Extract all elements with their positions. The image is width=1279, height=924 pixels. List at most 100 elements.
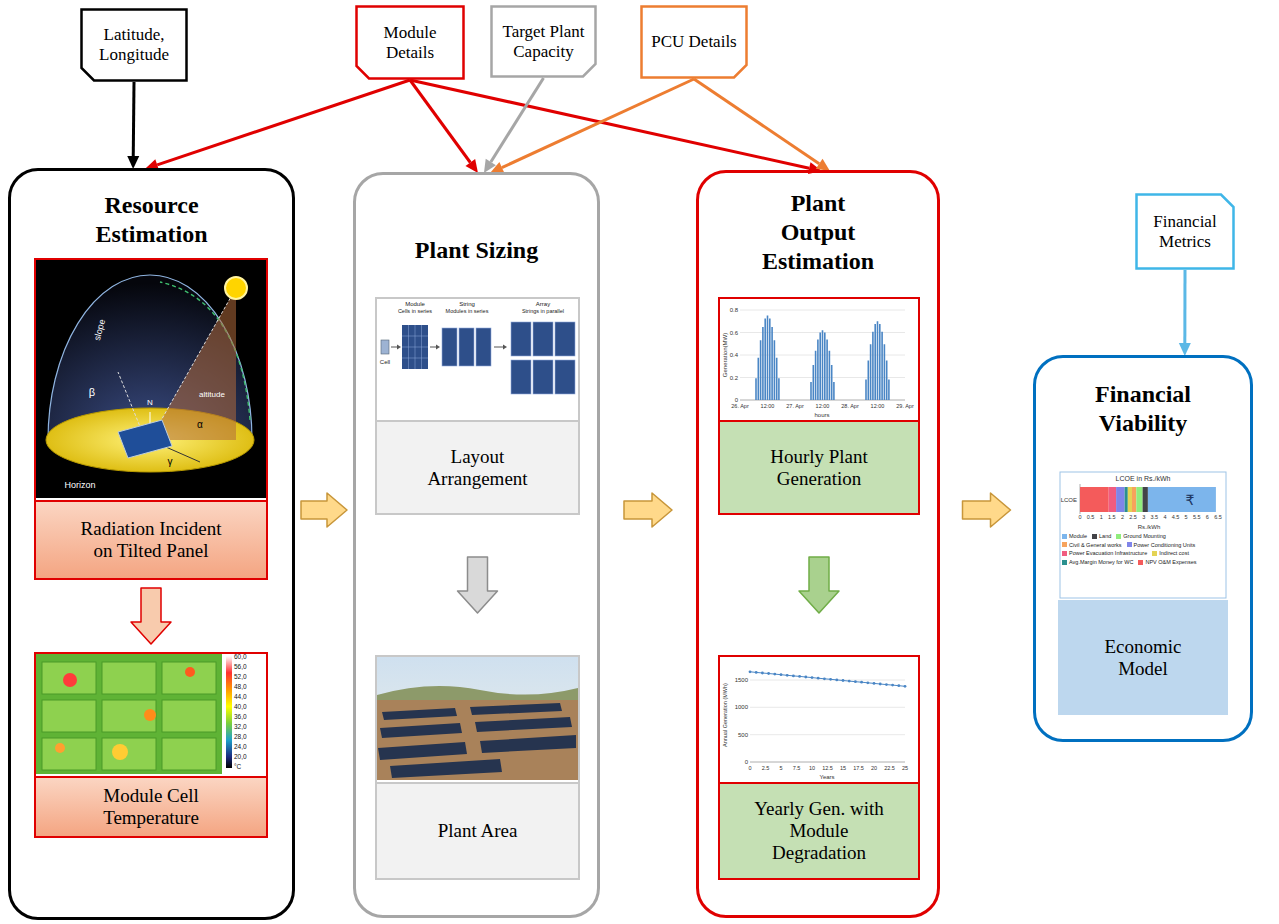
yearly-chart-illustration bbox=[720, 657, 918, 780]
legend-text: Power Evacuation Infrastructure bbox=[1069, 550, 1147, 557]
legend-swatch bbox=[1062, 542, 1067, 547]
step-label: Radiation Incident on Tilted Panel bbox=[71, 518, 231, 562]
legend-text: NPV O&M Expenses bbox=[1145, 559, 1196, 566]
caption-holder: Economic Model bbox=[1093, 636, 1193, 680]
chart-label: 32,0 bbox=[234, 724, 247, 731]
legend-swatch bbox=[1138, 560, 1143, 565]
tag-shape bbox=[492, 7, 596, 77]
lcoe-chart-illustration bbox=[1060, 472, 1226, 598]
stage-panel: Financial ViabilityEconomic Model bbox=[1033, 355, 1253, 742]
chart-label: 12:00 bbox=[761, 404, 775, 410]
chart-label: 0.6 bbox=[730, 330, 738, 336]
chart-label: 0.5 bbox=[1087, 515, 1095, 521]
chart-label: ₹ bbox=[1186, 493, 1195, 507]
legend-item: Civil & General works bbox=[1062, 542, 1122, 549]
chart-label: γ bbox=[168, 457, 173, 467]
tag-holder: Target Plant Capacity bbox=[498, 22, 589, 61]
chart-label: Generation(MW) bbox=[722, 333, 728, 377]
chart-label: Years bbox=[819, 774, 834, 780]
caption-holder: Hourly Plant Generation bbox=[759, 446, 879, 490]
chart-label: Rs./kWh bbox=[1138, 524, 1161, 530]
panel-heading: Financial Viability bbox=[1078, 380, 1208, 438]
chart-label: 4.5 bbox=[1172, 515, 1180, 521]
step-box: Economic Model bbox=[1058, 470, 1228, 715]
block-arrow bbox=[799, 557, 839, 613]
legend-item: Ground Mounting bbox=[1116, 533, 1166, 540]
chart-label: 28. Apr bbox=[841, 404, 858, 410]
chart-label: 36,0 bbox=[234, 714, 247, 721]
chart-label: 20,0 bbox=[234, 754, 247, 761]
legend-swatch bbox=[1092, 534, 1097, 539]
step-box: Hourly Plant Generation bbox=[718, 297, 920, 515]
chart-label: 28,0 bbox=[234, 734, 247, 741]
hourly-chart-illustration bbox=[720, 299, 918, 418]
legend-swatch bbox=[1152, 551, 1157, 556]
legend-text: Land bbox=[1099, 533, 1111, 540]
chart-label: 27. Apr bbox=[786, 404, 803, 410]
input-label: PCU Details bbox=[651, 32, 736, 52]
chart-label: 0 bbox=[745, 759, 748, 765]
caption-holder: Module Cell Temperature bbox=[76, 785, 226, 829]
legend-text: Ground Mounting bbox=[1123, 533, 1166, 540]
chart-label: 5.5 bbox=[1193, 515, 1201, 521]
chart-label: Module bbox=[405, 301, 425, 307]
panel-heading-block: Plant Output Estimation bbox=[758, 189, 878, 275]
flow-arrow bbox=[963, 493, 1011, 527]
tag-shape bbox=[82, 10, 187, 81]
flow-arrow bbox=[131, 588, 171, 644]
chart-label: Cell bbox=[380, 359, 390, 365]
chart-label: 1500 bbox=[735, 677, 748, 683]
caption-band: Yearly Gen. with Module Degradation bbox=[720, 782, 918, 878]
chart-label: 20 bbox=[871, 766, 877, 772]
chart-label: 12:00 bbox=[871, 404, 885, 410]
step-box: Module Cell Temperature bbox=[34, 652, 268, 838]
chart-label: Annual Generation (MWh) bbox=[723, 683, 729, 747]
legend-text: Power Conditioning Units bbox=[1134, 542, 1196, 549]
legend-text: Avg.Margin Money for WC bbox=[1069, 559, 1133, 566]
block-arrow bbox=[624, 493, 672, 527]
caption-band: Hourly Plant Generation bbox=[720, 420, 918, 513]
chart-label: α bbox=[197, 420, 203, 430]
chart-label: LCOE in Rs./kWh bbox=[1116, 475, 1171, 482]
chart-label: °C bbox=[234, 764, 241, 771]
chart-label: 25 bbox=[902, 766, 908, 772]
input-label: Module Details bbox=[363, 23, 457, 62]
thermal-image-illustration bbox=[36, 654, 266, 774]
chart-label: altitude bbox=[199, 391, 225, 399]
chart-label: 1000 bbox=[735, 704, 748, 710]
panel-heading-block: Plant Sizing bbox=[367, 236, 587, 265]
input-arrow bbox=[1179, 270, 1191, 356]
chart-label: 0 bbox=[735, 397, 738, 403]
chart-label: 5 bbox=[1185, 515, 1188, 521]
chart-label: 2.5 bbox=[762, 766, 770, 772]
panel-heading: Resource Estimation bbox=[52, 191, 252, 249]
block-arrow bbox=[458, 557, 498, 613]
caption-holder: Yearly Gen. with Module Degradation bbox=[749, 798, 889, 864]
connector-line bbox=[132, 82, 136, 156]
chart-label: 26. Apr bbox=[731, 404, 748, 410]
connector-line bbox=[491, 78, 544, 162]
chart-label: 2.5 bbox=[1129, 515, 1137, 521]
panel-heading-block: Financial Viability bbox=[1078, 380, 1208, 438]
panel-heading-block: Resource Estimation bbox=[52, 191, 252, 249]
tag-holder: Module Details bbox=[363, 23, 457, 62]
input-label: Financial Metrics bbox=[1143, 212, 1227, 251]
chart-label: 56,0 bbox=[234, 664, 247, 671]
legend-item: Land bbox=[1092, 533, 1111, 540]
flow-arrow bbox=[301, 493, 347, 527]
step-label: Plant Area bbox=[438, 820, 518, 842]
chart-legend: ModuleLandGround MountingCivil & General… bbox=[1062, 533, 1224, 565]
chart-label: Cells in series bbox=[398, 309, 432, 315]
chart-label: 52,0 bbox=[234, 674, 247, 681]
step-box: Radiation Incident on Tilted Panel bbox=[34, 258, 268, 580]
step-label: Module Cell Temperature bbox=[76, 785, 226, 829]
chart-label: Strings in parallel bbox=[522, 309, 564, 315]
chart-label: β bbox=[89, 387, 95, 398]
chart-label: 15 bbox=[840, 766, 846, 772]
chart-label: 40,0 bbox=[234, 704, 247, 711]
chart-label: 500 bbox=[738, 732, 748, 738]
legend-item: Power Evacuation Infrastructure bbox=[1062, 550, 1147, 557]
legend-swatch bbox=[1116, 534, 1121, 539]
legend-swatch bbox=[1062, 534, 1067, 539]
